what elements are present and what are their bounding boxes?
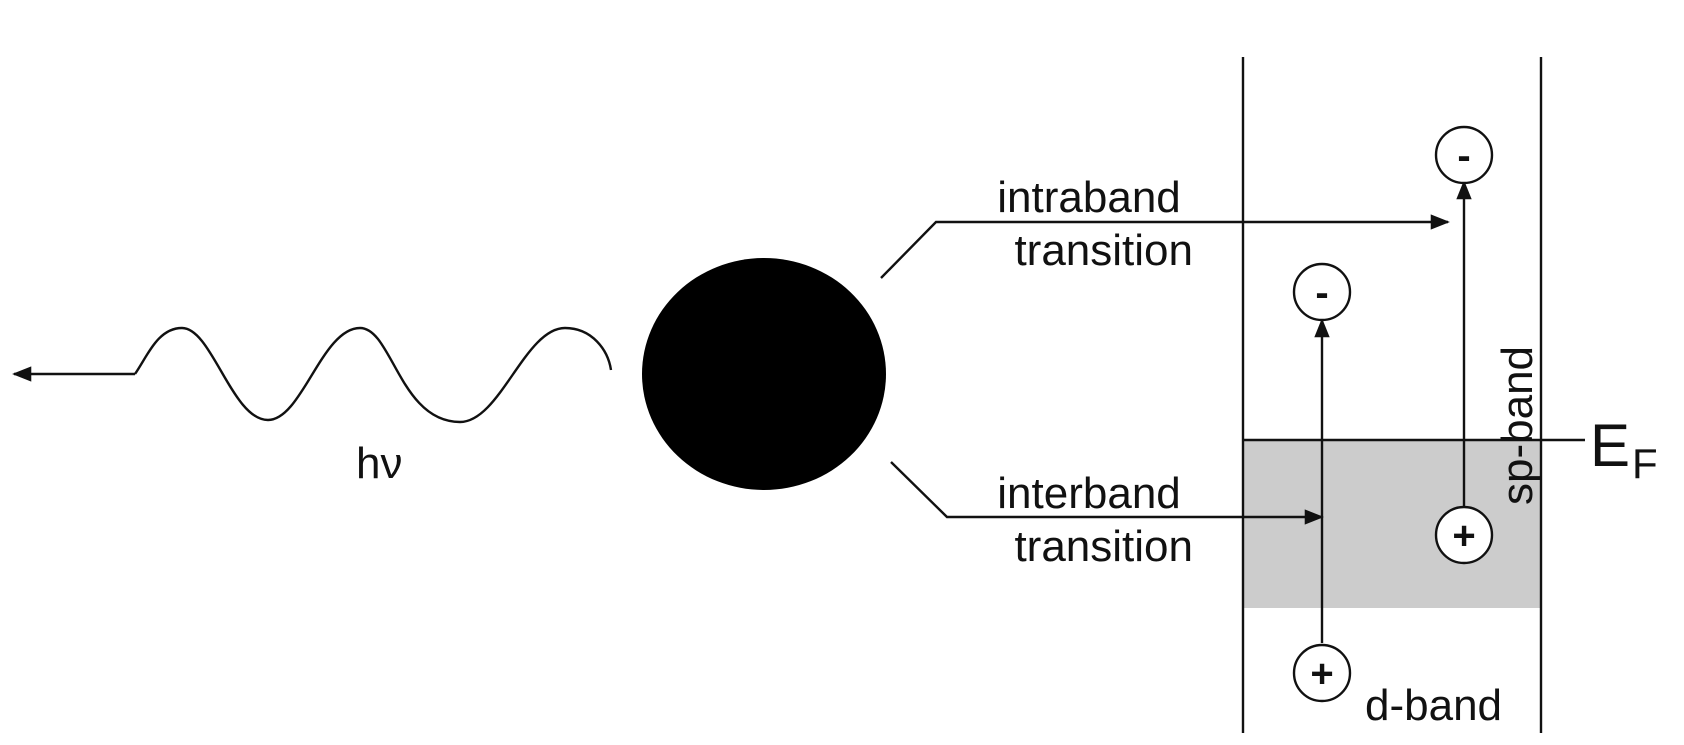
intraband-electron-sign: -	[1457, 134, 1470, 178]
interband-electron-sign: -	[1315, 271, 1328, 315]
filled-band-region	[1243, 440, 1541, 608]
intraband-electron-circle	[1434, 125, 1494, 185]
interband-label: interband transition	[997, 469, 1193, 571]
intraband-hole-circle	[1434, 505, 1494, 565]
interband-electron-circle	[1292, 262, 1352, 322]
intraband-arrow	[880, 214, 1450, 279]
interband-hole-sign: +	[1310, 652, 1333, 696]
sp-band-label: sp-band	[1493, 346, 1542, 505]
fermi-level-subscript: F	[1632, 440, 1658, 487]
intraband-hole-sign: +	[1452, 514, 1475, 558]
d-band-label: d-band	[1365, 681, 1502, 730]
nanoparticle	[642, 258, 886, 490]
fermi-level-label: E	[1590, 412, 1630, 479]
interband-arrow	[890, 461, 1324, 525]
photon-label: hν	[356, 439, 402, 488]
interband-hole-circle	[1292, 643, 1352, 703]
photon-wave	[134, 326, 613, 424]
intraband-label: intraband transition	[997, 173, 1193, 275]
